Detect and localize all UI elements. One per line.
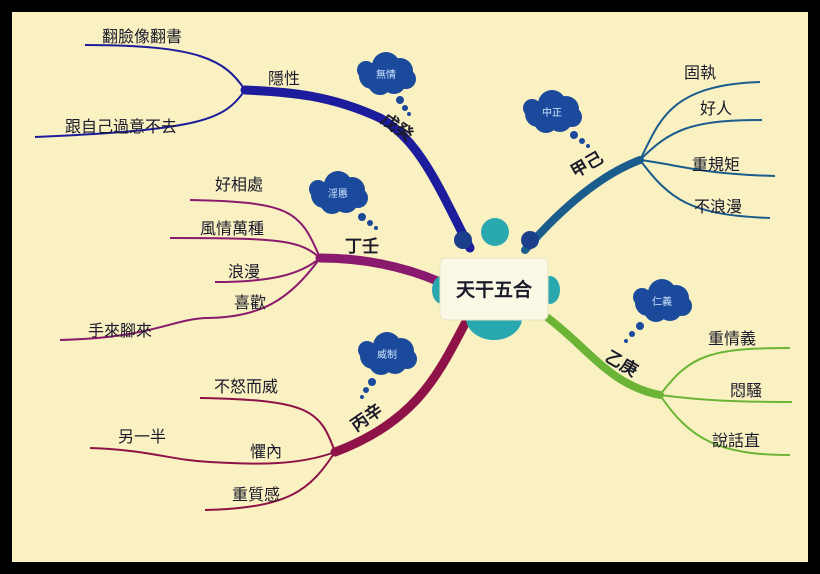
person-head-icon [481,218,509,246]
leaf-label[interactable]: 浪漫 [228,262,260,281]
leaf-label[interactable]: 懼內 [250,442,282,461]
leaf-label[interactable]: 風情萬種 [200,219,264,238]
leaf-label[interactable]: 好相處 [215,175,263,194]
mind-map-canvas: 天干五合 無情 中正 淫慝 威制 仁義 戊癸 甲己 丁 [12,12,808,562]
center-label: 天干五合 [456,278,533,301]
bubble-ding-ren: 淫慝 [309,171,378,230]
bubble-text: 淫慝 [328,187,348,200]
leaf-label[interactable]: 不怒而威 [214,377,278,396]
leaf-label[interactable]: 好人 [700,99,732,118]
center-node[interactable]: 天干五合 [432,218,560,340]
branch-label-ding-ren[interactable]: 丁壬 [345,237,379,257]
bubble-jia-ji: 中正 [523,90,590,148]
leaf-label[interactable]: 跟自己過意不去 [65,117,177,136]
leaf-label[interactable]: 重規矩 [692,155,740,174]
bubble-wu-gui: 無情 [357,52,416,116]
leaf-label[interactable]: 翻臉像翻書 [102,27,182,46]
bubble-yi-geng: 仁義 [624,279,692,343]
leaf-label[interactable]: 悶騷 [730,381,762,400]
bubble-text: 威制 [377,348,397,361]
branch-wu-gui [34,44,475,253]
branch-ding-ren [59,199,445,341]
leaf-label[interactable]: 手來腳來 [88,321,152,340]
bubble-text: 仁義 [652,295,672,308]
bubble-text: 無情 [376,68,396,81]
branch-bing-xin [89,313,473,511]
person-head-icon [454,231,472,249]
leaf-label[interactable]: 另一半 [118,427,166,446]
sub-label[interactable]: 隱性 [268,69,300,88]
leaf-label[interactable]: 固執 [684,63,716,82]
mind-map: 天干五合 無情 中正 淫慝 威制 仁義 戊癸 甲己 丁 [34,27,793,511]
leaf-label[interactable]: 重質感 [232,485,280,504]
bubble-text: 中正 [542,106,562,119]
person-head-icon [521,231,539,249]
branch-yi-geng [544,314,793,456]
bubble-bing-xin: 威制 [358,332,417,399]
leaf-label[interactable]: 喜歡 [234,293,266,312]
leaf-label[interactable]: 不浪漫 [694,197,742,216]
leaf-label[interactable]: 重情義 [708,329,756,348]
leaf-label[interactable]: 說話直 [712,431,760,450]
